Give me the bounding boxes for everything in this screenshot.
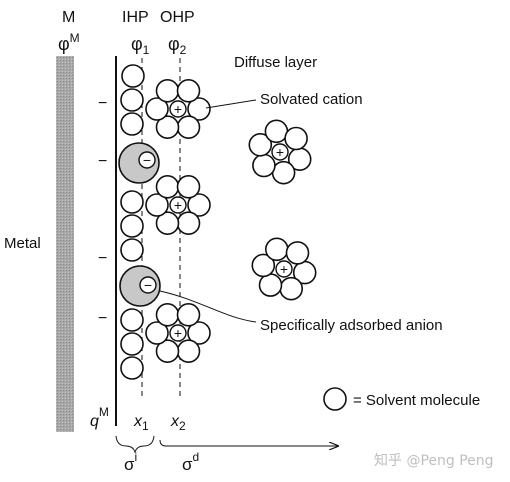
solvent-molecule bbox=[271, 160, 296, 185]
diffuse-layer-label: Diffuse layer bbox=[234, 54, 317, 71]
x1-label: x1 bbox=[133, 413, 149, 433]
cation-core bbox=[271, 143, 289, 161]
solvated-cation-2: + bbox=[145, 175, 211, 235]
solvent-legend-icon bbox=[323, 387, 347, 411]
solvent-molecule bbox=[120, 332, 144, 356]
solvent-molecule bbox=[155, 175, 180, 199]
solvent-molecule bbox=[176, 302, 201, 327]
solvent-molecule bbox=[120, 190, 144, 214]
solvent-molecule bbox=[120, 238, 144, 262]
solvated-cation-3: + bbox=[145, 302, 211, 364]
solvent-molecule bbox=[176, 79, 201, 103]
adsorbed-anion-1: − bbox=[118, 142, 160, 184]
metal-symbol-label: M bbox=[62, 9, 75, 26]
solvent-molecule bbox=[120, 308, 144, 332]
solvent-molecule bbox=[187, 321, 211, 345]
x2-label: x2 bbox=[170, 413, 186, 433]
surface-charges: − − − − bbox=[98, 95, 107, 327]
solvent-legend-label: = Solvent molecule bbox=[353, 392, 480, 409]
watermark: 知乎 @Peng Peng bbox=[374, 452, 494, 469]
ihp-label: IHP bbox=[122, 9, 149, 26]
adsorbed-anion-pointer bbox=[159, 290, 257, 323]
solvent-molecule bbox=[187, 97, 211, 121]
anion-charge: − bbox=[144, 277, 152, 293]
solvent-molecule bbox=[155, 302, 180, 327]
cation-core bbox=[275, 260, 293, 278]
solvent-molecule bbox=[145, 193, 169, 217]
solvent-molecule bbox=[187, 193, 211, 217]
adsorbed-anion-2: − bbox=[119, 265, 161, 307]
cation-charge: + bbox=[174, 197, 182, 213]
surface-charge-4: − bbox=[98, 310, 107, 327]
sigma-i-brace bbox=[115, 435, 155, 454]
surface-charge-1: − bbox=[98, 95, 107, 112]
cation-charge: + bbox=[174, 325, 182, 341]
solvent-molecule bbox=[252, 153, 276, 178]
specifically-adsorbed-anion-label: Specifically adsorbed anion bbox=[260, 317, 443, 334]
solvent-molecule bbox=[120, 214, 144, 238]
ohp-label: OHP bbox=[160, 9, 195, 26]
phi1-label: φ1 bbox=[131, 34, 150, 57]
cation-core bbox=[169, 100, 187, 118]
cation-charge: + bbox=[276, 144, 284, 160]
cation-core bbox=[169, 324, 187, 342]
ihp-solvent-column bbox=[120, 64, 145, 380]
cation-charge: + bbox=[280, 261, 288, 277]
solvent-molecule bbox=[120, 356, 144, 380]
solvated-cation-1: + bbox=[145, 79, 211, 139]
solvated-cations: + + + + + bbox=[145, 79, 317, 364]
solvent-molecule bbox=[155, 79, 180, 103]
solvated-cation-5: + bbox=[251, 237, 317, 301]
solvent-molecule bbox=[285, 241, 310, 265]
surface-charge-3: − bbox=[98, 250, 107, 267]
qm-label: qM bbox=[90, 405, 109, 430]
solvated-cation-label: Solvated cation bbox=[260, 91, 363, 108]
phi-m-label: φM bbox=[58, 31, 80, 54]
solvated-cation-pointer bbox=[205, 99, 257, 109]
solvent-molecule bbox=[155, 339, 180, 364]
solvent-molecule bbox=[264, 237, 289, 262]
phi2-label: φ2 bbox=[168, 34, 187, 57]
solvent-molecule bbox=[284, 126, 308, 151]
sigma-d-bracket bbox=[159, 439, 338, 446]
solvent-molecule bbox=[251, 253, 276, 278]
surface-charge-2: − bbox=[98, 153, 107, 170]
solvent-molecule bbox=[258, 273, 283, 297]
solvent-molecule bbox=[145, 321, 169, 345]
cation-charge: + bbox=[174, 101, 182, 117]
sigma-d-label: σd bbox=[182, 450, 199, 474]
solvent-molecule bbox=[248, 133, 273, 157]
solvent-molecule bbox=[120, 88, 144, 112]
solvent-molecule bbox=[120, 112, 144, 136]
metal-label: Metal bbox=[4, 235, 41, 252]
solvent-molecule bbox=[121, 64, 145, 88]
solvent-molecule bbox=[176, 175, 201, 199]
sigma-i-label: σi bbox=[124, 450, 137, 474]
metal-electrode bbox=[56, 56, 74, 432]
solvent-molecule bbox=[279, 276, 304, 301]
solvent-molecule bbox=[155, 115, 180, 139]
solvent-molecule bbox=[264, 119, 289, 144]
solvent-molecule bbox=[176, 339, 201, 364]
solvent-molecule bbox=[176, 115, 201, 139]
cation-core bbox=[169, 196, 187, 214]
solvent-molecule bbox=[155, 211, 180, 235]
solvated-cation-4: + bbox=[248, 119, 312, 185]
solvent-molecule bbox=[176, 211, 201, 235]
anion-charge: − bbox=[143, 152, 151, 168]
solvent-molecule bbox=[145, 97, 169, 121]
